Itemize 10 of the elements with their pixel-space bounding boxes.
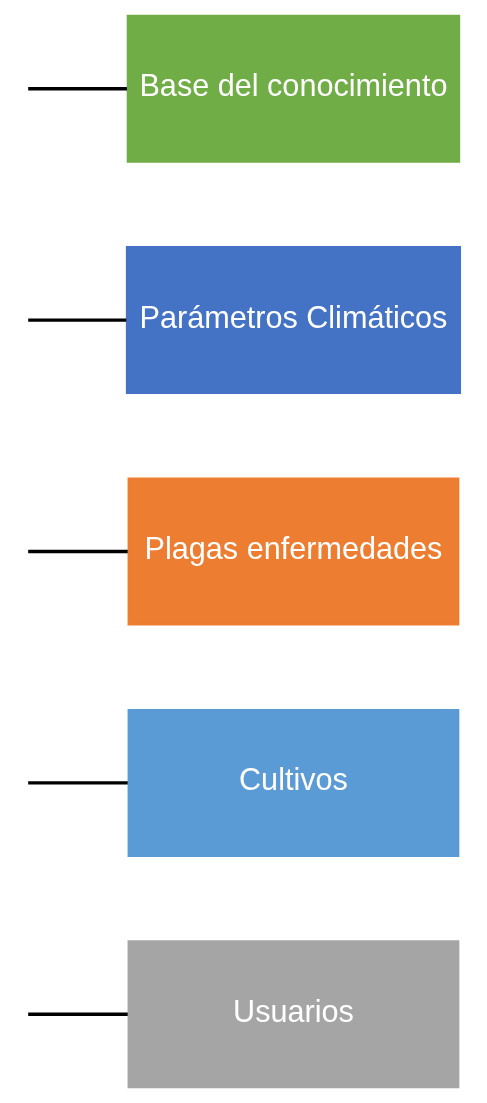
node-box: Plagas enfermedades [127, 477, 460, 626]
connector [28, 87, 127, 91]
node-box: Cultivos [127, 708, 460, 857]
node-box: Parámetros Climáticos [125, 246, 462, 395]
connector [28, 1012, 128, 1016]
connector [28, 781, 128, 785]
node-box: Base del conocimiento [126, 14, 461, 163]
connector [28, 549, 128, 554]
connector [28, 318, 127, 322]
node-box: Usuarios [127, 940, 460, 1089]
